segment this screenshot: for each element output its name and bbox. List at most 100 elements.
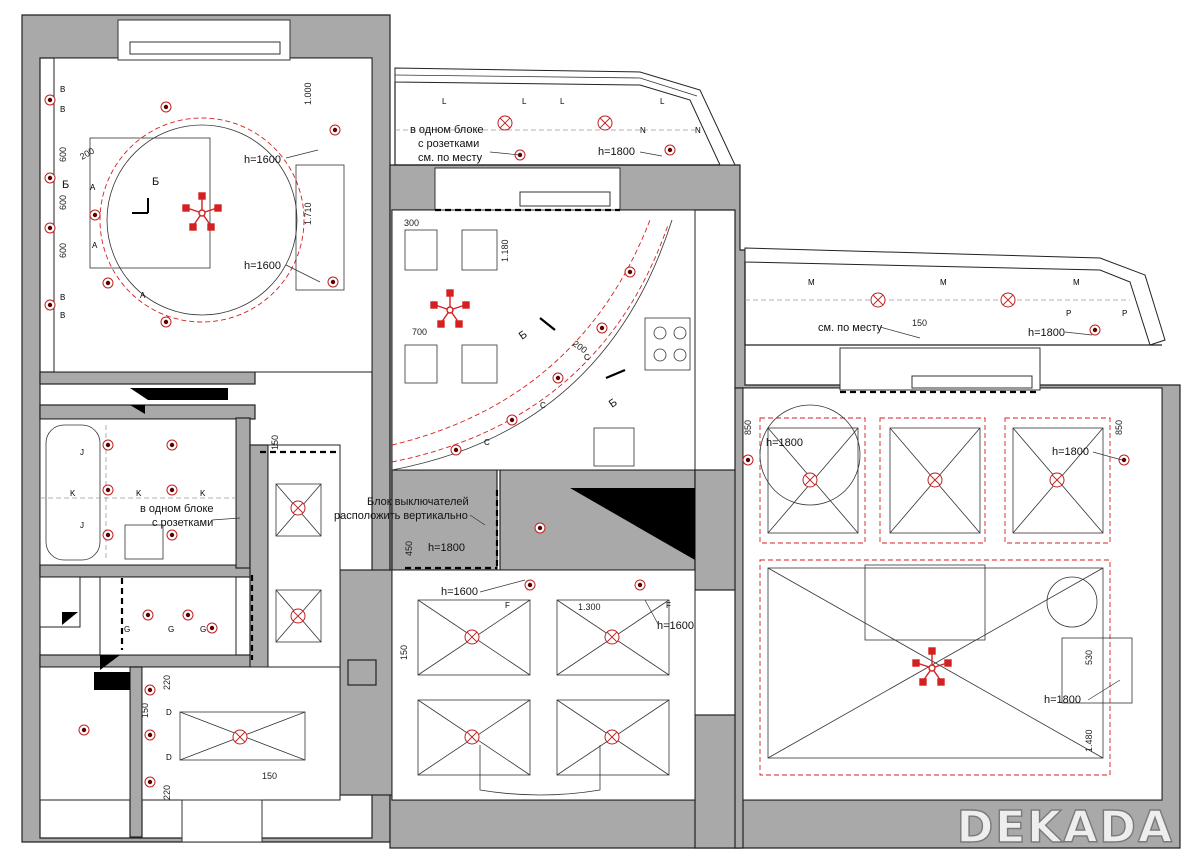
ceiling-fixture xyxy=(597,115,613,131)
spotlight-core xyxy=(637,582,643,588)
chandelier-bedroom xyxy=(182,192,222,231)
circuit-L-1: L xyxy=(442,97,447,106)
circuit-N-1: N xyxy=(640,126,646,135)
black-partitions xyxy=(62,388,695,690)
bedroom xyxy=(89,117,345,323)
height-balcony-right: h=1800 xyxy=(1028,327,1065,339)
spotlight-core xyxy=(105,442,111,448)
spotlight-core xyxy=(163,319,169,325)
circuit-A-3: A xyxy=(140,291,146,300)
spotlights xyxy=(44,94,1130,788)
circuit-D-2: D xyxy=(166,753,172,762)
walls xyxy=(21,14,1181,849)
ceiling-fixture xyxy=(927,472,943,488)
note-one-block-1: в одном блоке xyxy=(410,124,484,136)
dim-1180: 1.180 xyxy=(500,239,510,262)
circuit-M-3: M xyxy=(1073,278,1080,287)
circuit-B-1: B xyxy=(60,85,65,94)
height-bedroom-1: h=1600 xyxy=(244,154,281,166)
circuit-B-2: B xyxy=(60,105,65,114)
balcony-top xyxy=(394,67,736,166)
doors xyxy=(120,208,1040,660)
room-fills xyxy=(39,57,1163,801)
dim-450: 450 xyxy=(404,541,414,556)
ceiling-fixture xyxy=(232,729,248,745)
dim-150-bath: 150 xyxy=(270,435,280,450)
spotlight-core xyxy=(145,612,151,618)
dim-600-1: 600 xyxy=(58,147,68,162)
height-living-1: h=1800 xyxy=(766,437,803,449)
spotlight-core xyxy=(105,487,111,493)
leaders xyxy=(211,149,1123,701)
spotlight-core xyxy=(537,525,543,531)
dim-150-hall: 150 xyxy=(399,645,409,660)
circuit-A-1: A xyxy=(90,183,96,192)
ceiling-fixture xyxy=(290,608,306,624)
height-hall-2: h=1600 xyxy=(657,620,694,632)
ceiling-fixture xyxy=(870,292,886,308)
note-one-block-2: с розетками xyxy=(418,138,479,150)
height-living-2: h=1800 xyxy=(1052,446,1089,458)
circuit-M-1: M xyxy=(808,278,815,287)
circuit-J-2: J xyxy=(80,521,84,530)
circuit-K-3: K xyxy=(200,489,206,498)
dim-600-2: 600 xyxy=(58,195,68,210)
ceiling-fixture xyxy=(604,729,620,745)
spotlight-core xyxy=(627,269,633,275)
spotlight-core xyxy=(185,612,191,618)
ceiling-fixture xyxy=(802,472,818,488)
circuit-C-1: C xyxy=(484,438,490,447)
spotlight-core xyxy=(147,732,153,738)
kitchen xyxy=(391,219,691,471)
chandelier-living xyxy=(912,647,952,686)
note-one-block-3: см. по месту xyxy=(418,152,483,164)
ceiling-fixture xyxy=(497,115,513,131)
dim-300: 300 xyxy=(404,218,419,228)
ceiling-fixture xyxy=(290,500,306,516)
circuit-K-1: K xyxy=(70,489,76,498)
dim-530: 530 xyxy=(1084,650,1094,665)
spotlight-core xyxy=(509,417,515,423)
spotlight-core xyxy=(105,280,111,286)
spotlight-core xyxy=(332,127,338,133)
circuit-L-2: L xyxy=(522,97,527,106)
dim-1710: 1.710 xyxy=(303,202,313,225)
dim-220-1: 220 xyxy=(162,675,172,690)
circuit-D-1: D xyxy=(166,708,172,717)
circuit-L-3: L xyxy=(560,97,565,106)
height-living-3: h=1800 xyxy=(1044,694,1081,706)
circuit-G-2: G xyxy=(168,625,174,634)
circuit-J-1: J xyxy=(80,448,84,457)
spotlight-core xyxy=(147,687,153,693)
spotlight-core xyxy=(147,779,153,785)
dim-220-2: 220 xyxy=(162,785,172,800)
circuit-B-4: B xyxy=(60,311,65,320)
circuit-P-1: P xyxy=(1066,309,1071,318)
chandelier-kitchen xyxy=(430,289,470,328)
circuit-K-2: K xyxy=(136,489,142,498)
circuit-letters: L L L L N N M M M P P B B B B A A A C C … xyxy=(60,85,1127,762)
circuit-C-3: C xyxy=(584,353,590,362)
dekada-logo: DEKADA xyxy=(956,801,1174,853)
spotlight-core xyxy=(555,375,561,381)
spotlight-core xyxy=(47,302,53,308)
dim-1300: 1.300 xyxy=(578,602,601,612)
spotlight-core xyxy=(169,442,175,448)
dim-850-2: 850 xyxy=(1114,420,1124,435)
dim-1480: 1.480 xyxy=(1084,729,1094,752)
dim-150-balcony: 150 xyxy=(912,318,927,328)
spotlight-core xyxy=(163,104,169,110)
spotlight-core xyxy=(1121,457,1127,463)
spotlight-core xyxy=(667,147,673,153)
dim-850-1: 850 xyxy=(743,420,753,435)
note-bath-1: в одном блоке xyxy=(140,503,214,515)
circuit-P-2: P xyxy=(1122,309,1127,318)
circuit-B-3: B xyxy=(60,293,65,302)
spotlight-core xyxy=(599,325,605,331)
spotlight-core xyxy=(330,279,336,285)
spotlight-core xyxy=(47,175,53,181)
circuit-F-1: F xyxy=(505,601,510,610)
note-switch-2: расположить вертикально xyxy=(334,510,468,522)
section-mark-bedroom-1: Б xyxy=(152,176,159,188)
